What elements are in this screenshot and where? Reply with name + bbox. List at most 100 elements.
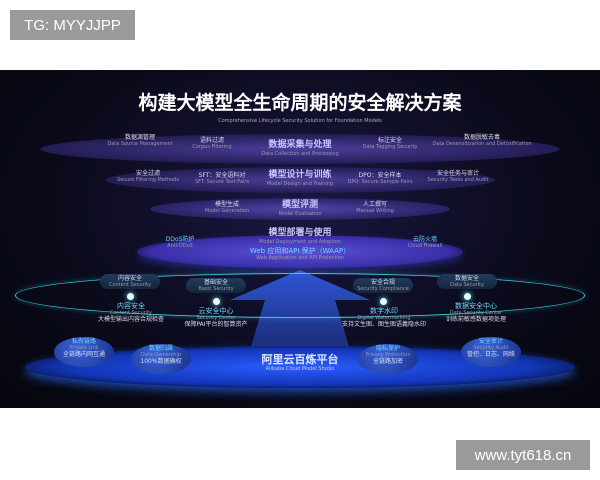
node-desc: 支持文生图、图生图语義隐水印 bbox=[341, 321, 427, 328]
item-zh: 人工撰写 bbox=[362, 201, 387, 208]
node-desc: 大模型输出内容合规检查 bbox=[97, 316, 165, 323]
item-zh: 语料过滤 bbox=[199, 137, 225, 144]
item-en: Model Generation bbox=[204, 208, 250, 214]
pill-en: Basic Security bbox=[198, 286, 234, 292]
waap-label: Web 应用和API 保护（WAAP） bbox=[249, 247, 351, 255]
layer1-en: Data Collection and Processing bbox=[261, 151, 339, 157]
layer4-label: 模型部署与使用 Model Deployment and Adoption We… bbox=[250, 228, 350, 261]
item-zh: DPO：安全样本 bbox=[358, 172, 402, 179]
ring-node-dot bbox=[380, 298, 387, 305]
ring-node-dot bbox=[127, 293, 134, 300]
platform-bubble bbox=[461, 337, 521, 367]
layer3-label: 模型评测 Model Evaluation bbox=[279, 200, 322, 217]
node-desc: 训练前敏感数据项处理 bbox=[445, 316, 507, 323]
poster-subtitle: Comprehensive Lifecycle Security Solutio… bbox=[218, 118, 382, 124]
bubble-title: 数据归属 bbox=[148, 345, 173, 352]
layer3-en: Model Evaluation bbox=[278, 211, 322, 217]
item-zh: 云防火墙 bbox=[412, 236, 438, 243]
item-en: DPO: Secure Sample Pairs bbox=[347, 179, 413, 185]
platform-bubble bbox=[54, 337, 114, 367]
platform-title: 阿里云百炼平台 bbox=[261, 353, 339, 366]
item-en: Secure Filtering Methods bbox=[117, 177, 179, 183]
layer1-title: 数据采集与处理 bbox=[268, 140, 332, 150]
item-zh: 安全过滤 bbox=[135, 170, 160, 177]
layer2-title: 模型设计与训练 bbox=[268, 170, 332, 180]
bubble-desc: 全链路内网互通 bbox=[62, 351, 106, 358]
node-en: Data Security Center bbox=[449, 310, 503, 316]
layer4-title: 模型部署与使用 bbox=[268, 228, 332, 238]
node-title: 内容安全 bbox=[116, 302, 145, 310]
item-zh: 安全任务与审计 bbox=[436, 170, 479, 177]
watermark-bottom-right: www.tyt618.cn bbox=[456, 440, 590, 470]
pill-zh: 内容安全 bbox=[117, 275, 143, 282]
bubble-en: Private Link bbox=[69, 345, 99, 351]
item-en: Data Source Management bbox=[107, 141, 173, 147]
bubble-title: 安全审计 bbox=[478, 338, 504, 345]
pill-en: Security Compliance bbox=[357, 286, 409, 292]
item-zh: 模型生成 bbox=[214, 201, 239, 208]
item-zh: 数据源管理 bbox=[124, 134, 156, 141]
security-solution-poster: 构建大模型全生命周期的安全解决方案 Comprehensive Lifecycl… bbox=[0, 70, 600, 408]
item-en: Cloud Firewall bbox=[407, 243, 443, 249]
layer-model-training bbox=[105, 167, 495, 193]
bubble-desc: 100%数据确权 bbox=[140, 358, 182, 365]
platform-bubble bbox=[358, 344, 418, 374]
layer3-title: 模型评测 bbox=[281, 200, 319, 210]
poster-title: 构建大模型全生命周期的安全解决方案 bbox=[138, 92, 462, 114]
item-en: Manual Writing bbox=[356, 208, 394, 214]
ring-pill bbox=[437, 274, 497, 289]
bubble-desc: 管控、日志、网络 bbox=[466, 351, 516, 358]
ring-pill bbox=[353, 278, 413, 293]
watermark-top-left: TG: MYYJJPP bbox=[10, 10, 135, 40]
ring-node-dot bbox=[213, 298, 220, 305]
pill-zh: 基础安全 bbox=[203, 279, 229, 286]
platform-en: Alibaba Cloud Model Studio bbox=[265, 366, 335, 372]
node-title: 数字水印 bbox=[369, 307, 398, 315]
layer2-label: 模型设计与训练 Model Design and Training bbox=[267, 170, 333, 187]
platform-label: 阿里云百炼平台 Alibaba Cloud Model Studio bbox=[262, 353, 339, 372]
bubble-en: Data Ownership bbox=[140, 352, 182, 358]
bubble-title: 私有链路 bbox=[71, 338, 97, 345]
layer-deployment bbox=[137, 235, 463, 269]
item-zh: 数据脱敏去毒 bbox=[463, 134, 500, 141]
item-zh: 标注安全 bbox=[377, 137, 402, 144]
bubble-en: Security Audit bbox=[473, 345, 509, 351]
item-zh: SFT：安全语料对 bbox=[198, 172, 246, 179]
ring-node-dot bbox=[464, 293, 471, 300]
layer4-en: Model Deployment and Adoption bbox=[258, 239, 342, 245]
item-en: Security Tasks and Audit bbox=[427, 177, 489, 183]
item-zh: DDoS防护 bbox=[165, 236, 195, 243]
pill-en: Data Security bbox=[449, 282, 485, 288]
node-en: Digital Watermarking bbox=[357, 315, 411, 321]
pill-zh: 安全合规 bbox=[370, 279, 395, 286]
waap-en: Web Application and API Protection bbox=[256, 255, 344, 261]
bubble-title: 隐私保护 bbox=[375, 345, 400, 352]
node-en: Content Security bbox=[109, 310, 153, 316]
layer1-label: 数据采集与处理 Data Collection and Processing bbox=[261, 140, 339, 157]
item-en: Data Tagging Security bbox=[362, 144, 418, 150]
item-en: Corpus Filtering bbox=[192, 144, 232, 150]
node-title: 数据安全中心 bbox=[454, 302, 497, 310]
node-desc: 保障PAI平台的智算资产 bbox=[184, 321, 248, 328]
item-en: Data Desensitization and Detoxification bbox=[432, 141, 532, 147]
platform-bubble bbox=[131, 344, 191, 374]
node-en: Security Center bbox=[196, 315, 236, 321]
layer-data-collection bbox=[40, 134, 560, 164]
